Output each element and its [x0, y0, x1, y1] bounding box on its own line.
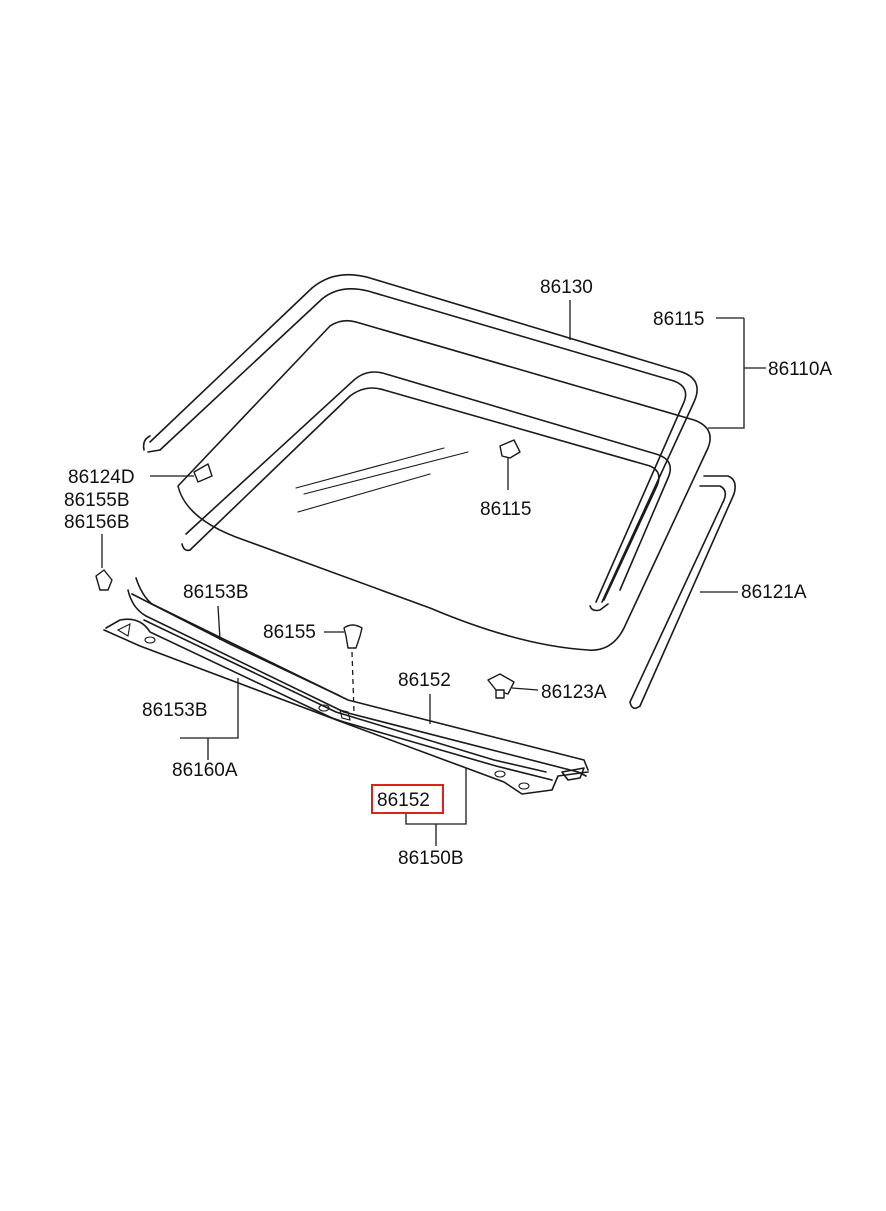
label-86153b-lower: 86153B	[142, 700, 208, 721]
label-86150b: 86150B	[398, 848, 464, 869]
label-86152: 86152	[398, 670, 451, 691]
label-86160a: 86160A	[172, 760, 238, 781]
label-86115-top: 86115	[653, 309, 704, 330]
label-86155b: 86155B	[64, 490, 130, 511]
label-86156b: 86156B	[64, 512, 130, 533]
label-86121a: 86121A	[741, 582, 807, 603]
side-fastener	[95, 534, 113, 591]
label-86124d: 86124D	[68, 467, 135, 488]
side-moulding	[629, 475, 736, 710]
dam-piece	[193, 463, 213, 483]
clip	[487, 673, 515, 699]
label-86123a: 86123A	[541, 682, 607, 703]
label-86155: 86155	[263, 622, 316, 643]
label-86110a: 86110A	[768, 359, 832, 380]
windshield-glass	[177, 319, 711, 651]
cowl-panel	[103, 577, 589, 795]
label-86152-highlighted[interactable]: 86152	[377, 790, 430, 811]
label-86153b-upper: 86153B	[183, 582, 249, 603]
glass-bracket	[499, 439, 521, 490]
label-86115-center: 86115	[480, 499, 531, 520]
label-86130: 86130	[540, 277, 593, 298]
leader-lines	[150, 300, 766, 846]
highlight-box	[371, 784, 444, 814]
top-weatherstrip	[142, 273, 698, 612]
center-fastener	[343, 624, 363, 713]
